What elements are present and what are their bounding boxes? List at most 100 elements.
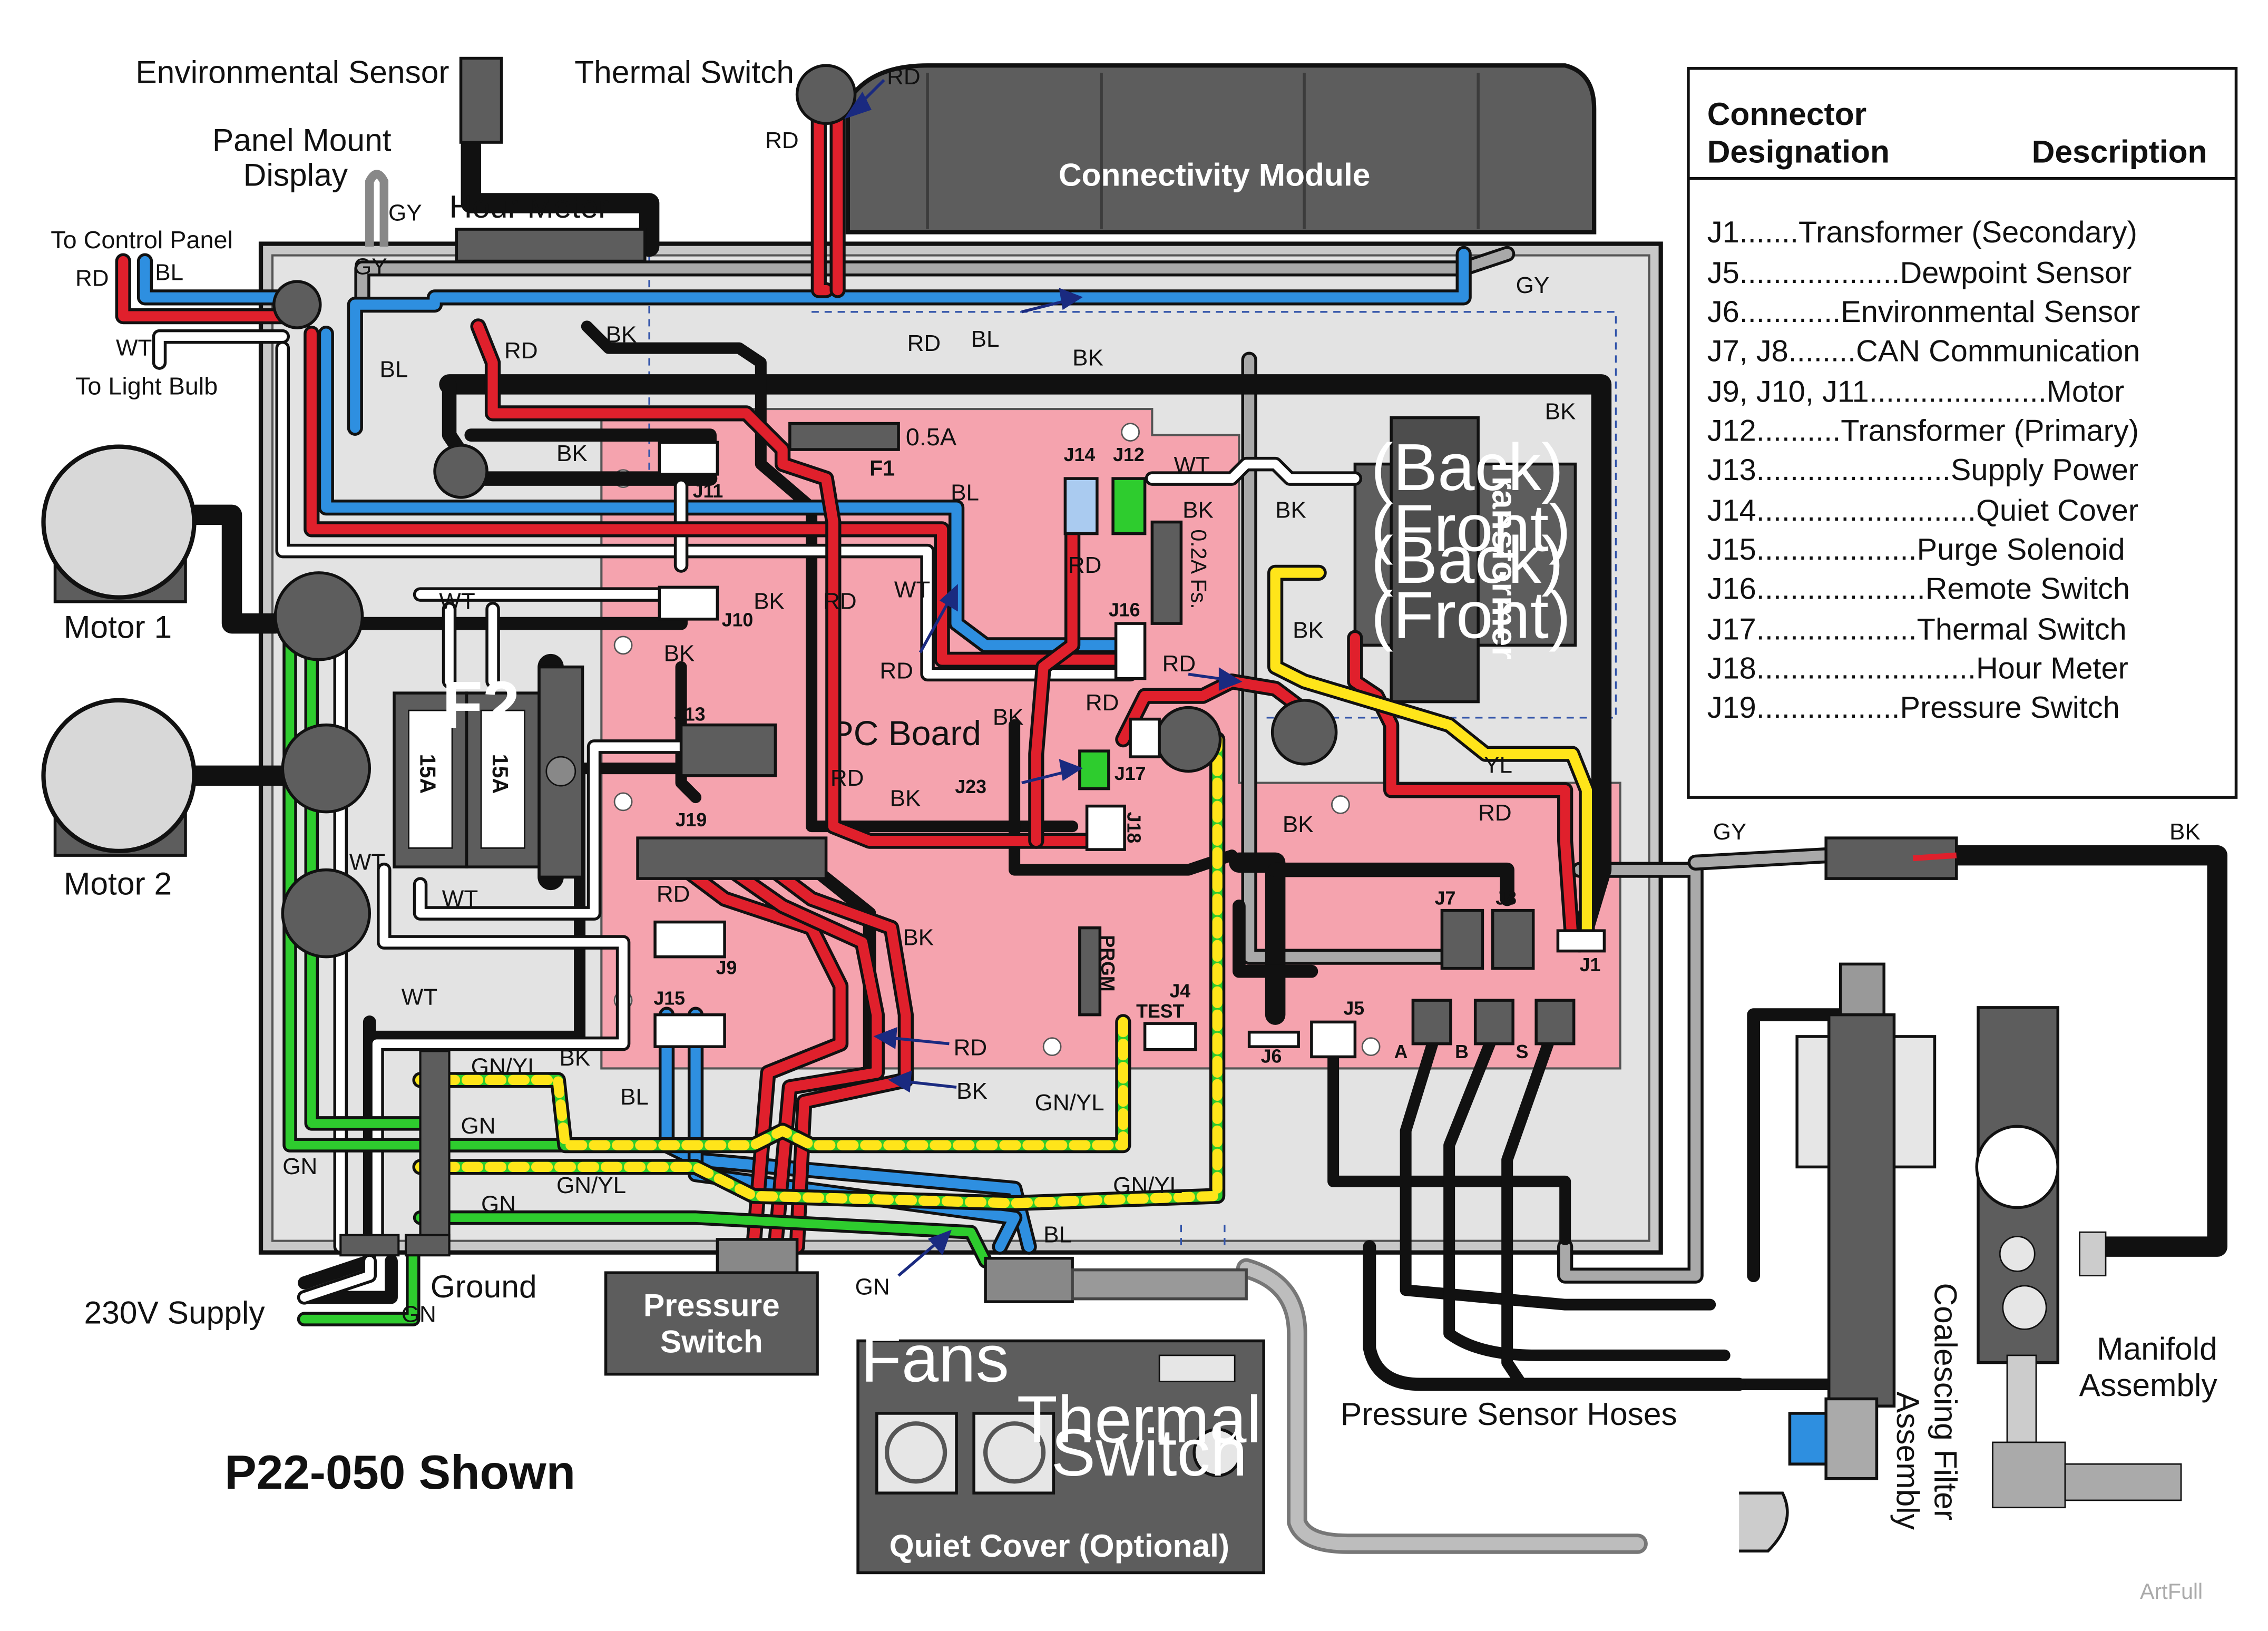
f1-rating-label: 0.5A (906, 423, 957, 451)
wire-label-rd: RD (1068, 552, 1102, 578)
wire-label-bk: BK (1182, 497, 1214, 523)
legend-header-left-2: Designation (1707, 134, 1890, 170)
wire-label-bk: BK (1275, 497, 1306, 523)
wire-label-rd: RD (657, 881, 690, 907)
wire-label-bk: BK (890, 786, 921, 812)
wire-label-bl: BL (620, 1084, 649, 1110)
connectivity-module-label: Connectivity Module (1059, 157, 1371, 193)
wire-label-gn: GN (855, 1274, 890, 1300)
pressure-switch-box: Pressure Switch (604, 1238, 819, 1376)
transformer: Transformer (Back) (Front) (Back) (Front… (1353, 416, 1577, 704)
pressure-sensor-hoses-label: Pressure Sensor Hoses (1341, 1396, 1677, 1432)
wire-label-bl: BL (380, 357, 408, 383)
wire-label-rd: RD (907, 330, 941, 356)
j11-label: J11 (693, 481, 724, 502)
wire-label-gnyl: GN/YL (1113, 1173, 1182, 1198)
j12-label: J12 (1113, 444, 1145, 465)
manifold-label-2: Assembly (2079, 1367, 2217, 1403)
wire-label-wt: WT (894, 577, 930, 603)
j9-label: J9 (716, 958, 737, 979)
test-label: TEST (1136, 1001, 1185, 1022)
j17-label: J17 (1115, 763, 1146, 784)
quiet-cover-label: Quiet Cover (Optional) (889, 1528, 1229, 1564)
wire-label-bk: BK (1293, 618, 1324, 643)
j4-label: J4 (1169, 981, 1190, 1002)
motor-2-icon (41, 698, 197, 857)
pointer-arrows (844, 79, 1243, 1277)
wire-label-gn: GN (481, 1191, 516, 1217)
wire-label-gy: GY (1713, 819, 1747, 845)
legend-row: J19.................Pressure Switch (1707, 691, 2120, 725)
grommets (272, 280, 1338, 959)
wire-label-gnyl: GN/YL (556, 1173, 626, 1198)
wire-label-gn: GN (402, 1302, 436, 1327)
coalescing-label-2: Assembly (1890, 1392, 1926, 1530)
manifold-label-1: Manifold (2097, 1331, 2217, 1366)
wire-label-gnyl: GN/YL (471, 1053, 541, 1079)
legend-row: J12..........Transformer (Primary) (1707, 414, 2139, 448)
coalescing-filter-icon (1739, 962, 1937, 1552)
environmental-sensor-label: Environmental Sensor (135, 54, 449, 90)
wire-label-bl: BL (1043, 1222, 1072, 1247)
legend-row: J6............Environmental Sensor (1707, 295, 2140, 329)
pressure-switch-label-1: Pressure (643, 1287, 780, 1323)
port-s-label: S (1516, 1041, 1529, 1062)
hour-meter-icon (455, 228, 647, 263)
fans-label: Fans (861, 1321, 1009, 1395)
wire-label-gy: GY (388, 200, 422, 226)
legend-header-left-1: Connector (1707, 96, 1867, 132)
wire-label-bk: BK (1545, 398, 1576, 424)
j18-label: J18 (1123, 812, 1145, 844)
manifold-icon (1975, 1006, 2182, 1509)
prgm-label: PRGM (1097, 935, 1118, 991)
connector-labels: J1 J4 J5 J6 J7 J8 J9 J10 J11 J12 J13 J14… (653, 444, 1600, 1067)
inline-connector (1824, 836, 1958, 880)
f1-label: F1 (869, 456, 895, 481)
transformer-back-1: (Back) (1371, 429, 1563, 504)
legend-rows: J1.......Transformer (Secondary) J5.....… (1707, 216, 2140, 725)
connectivity-module: Connectivity Module (845, 63, 1597, 235)
fuse-15a-right-label: 15A (488, 754, 512, 794)
wire-label-wt: WT (116, 335, 152, 360)
wire-label-bk: BK (556, 441, 588, 466)
j6-label: J6 (1261, 1046, 1282, 1067)
legend-row: J15...................Purge Solenoid (1707, 533, 2125, 567)
port-b-label: B (1455, 1041, 1469, 1062)
fuse-f1-icon (788, 422, 900, 451)
fuse-15a-left-label: 15A (416, 754, 440, 794)
model-shown-label: P22-050 Shown (224, 1446, 575, 1499)
transformer-back-2: (Back) (1371, 522, 1563, 597)
legend-row: J17...................Thermal Switch (1707, 612, 2127, 646)
wire-label-bk: BK (1283, 812, 1314, 837)
legend-row: J16....................Remote Switch (1707, 572, 2130, 605)
panel-mount-label-2: Display (243, 157, 348, 193)
wire-label-bl: BL (951, 480, 979, 505)
wire-label-bk: BK (560, 1045, 591, 1071)
fuse-02a-label: 0.2A Fs. (1187, 529, 1211, 609)
wire-label-bk: BK (956, 1078, 988, 1104)
wire-label-rd: RD (504, 338, 538, 364)
legend-row: J18..........................Hour Meter (1707, 652, 2128, 686)
pressure-switch-label-2: Switch (660, 1323, 763, 1359)
panel-display-icon (365, 170, 389, 247)
connector-legend: Connector Designation Description J1....… (1687, 67, 2238, 799)
thermal-switch-label: Thermal Switch (574, 54, 794, 90)
transformer-label: Transformer (1485, 457, 1524, 660)
to-control-panel-label: To Control Panel (51, 226, 233, 253)
wire-label-yl: YL (1484, 752, 1512, 778)
wire-label-rd: RD (1478, 800, 1512, 826)
wire-label-bk: BK (903, 925, 934, 951)
wire-label-rd: RD (954, 1035, 988, 1061)
j19-label: J19 (676, 809, 707, 831)
legend-row: J13.......................Supply Power (1707, 453, 2138, 487)
wire-label-rd: RD (1086, 690, 1119, 716)
transformer-front-2: (Front) (1371, 578, 1571, 652)
wire-label-gn: GN (282, 1154, 317, 1179)
j14-label: J14 (1064, 444, 1096, 465)
j10-label: J10 (722, 610, 754, 631)
j7-label: J7 (1435, 888, 1456, 909)
port-a-label: A (1394, 1041, 1408, 1062)
wire-label-rd: RD (887, 64, 921, 90)
wire-label-rd: RD (830, 765, 864, 791)
